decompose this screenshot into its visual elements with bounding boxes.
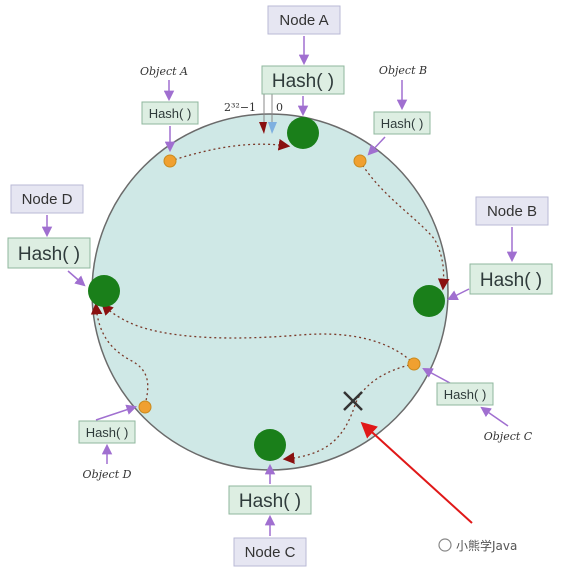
node-c-hash-box	[228, 485, 312, 515]
object-a-hash-label: Hash( )	[149, 106, 192, 121]
object-c-hash-arrow	[422, 368, 451, 384]
node-d-hash-arrow	[67, 270, 86, 287]
node-d-box	[10, 184, 84, 214]
node-b-label: Node B	[487, 203, 537, 220]
watermark-logo-icon	[438, 538, 452, 552]
object-b-label: Object B	[379, 64, 427, 77]
path-object-a-to-node-a	[169, 138, 291, 162]
tick-max-arrow-icon	[259, 122, 267, 134]
object-d-hash-box	[78, 420, 136, 444]
path-object-b-to-node-b	[359, 160, 450, 291]
object-a-marker	[163, 154, 177, 168]
node-d-label: Node D	[22, 191, 73, 208]
object-d-hash-arrow	[95, 404, 137, 421]
node-b-hash-arrow	[447, 288, 470, 300]
watermark-text: 小熊学Java	[456, 538, 517, 553]
object-d-hash-label: Hash( )	[86, 425, 129, 440]
tick-zero-arrow-icon	[268, 122, 277, 134]
max-value-label: 2³²−1	[224, 101, 256, 114]
node-a-marker	[287, 117, 319, 149]
node-a-hash-box	[261, 65, 345, 95]
object-c-hash-label: Hash( )	[444, 387, 487, 402]
node-b-hash-box	[469, 263, 553, 295]
node-a-label: Node A	[279, 12, 328, 29]
node-d-hash-label: Hash( )	[18, 244, 80, 265]
node-c-hash-label: Hash( )	[239, 491, 301, 512]
object-a-label: Object A	[140, 65, 188, 78]
node-c-box	[233, 537, 307, 567]
node-a-hash-label: Hash( )	[272, 71, 334, 92]
node-b-box	[475, 196, 549, 226]
object-b-marker	[353, 154, 367, 168]
node-c-label: Node C	[245, 544, 296, 561]
watermark: 小熊学Java	[438, 538, 517, 553]
node-b-hash-label: Hash( )	[480, 270, 542, 291]
object-b-hash-box	[373, 111, 431, 135]
object-b-hash-label: Hash( )	[381, 116, 424, 131]
x-mark-icon	[343, 391, 363, 411]
node-d-hash-box	[7, 237, 91, 269]
hash-ring	[91, 113, 449, 471]
node-a-box	[267, 5, 341, 35]
node-c-marker	[254, 429, 286, 461]
object-c-marker	[407, 357, 421, 371]
red-pointer-arrow	[360, 421, 473, 524]
node-b-marker	[413, 285, 445, 317]
object-a-hash-box	[141, 101, 199, 125]
object-c-arrow	[480, 406, 509, 427]
object-b-hash-arrow	[367, 136, 386, 156]
object-c-hash-box	[436, 382, 494, 406]
object-d-label: Object D	[83, 468, 132, 481]
node-d-marker	[88, 275, 120, 307]
zero-label: 0	[276, 101, 283, 114]
object-c-label: Object C	[484, 430, 533, 443]
object-d-marker	[138, 400, 152, 414]
